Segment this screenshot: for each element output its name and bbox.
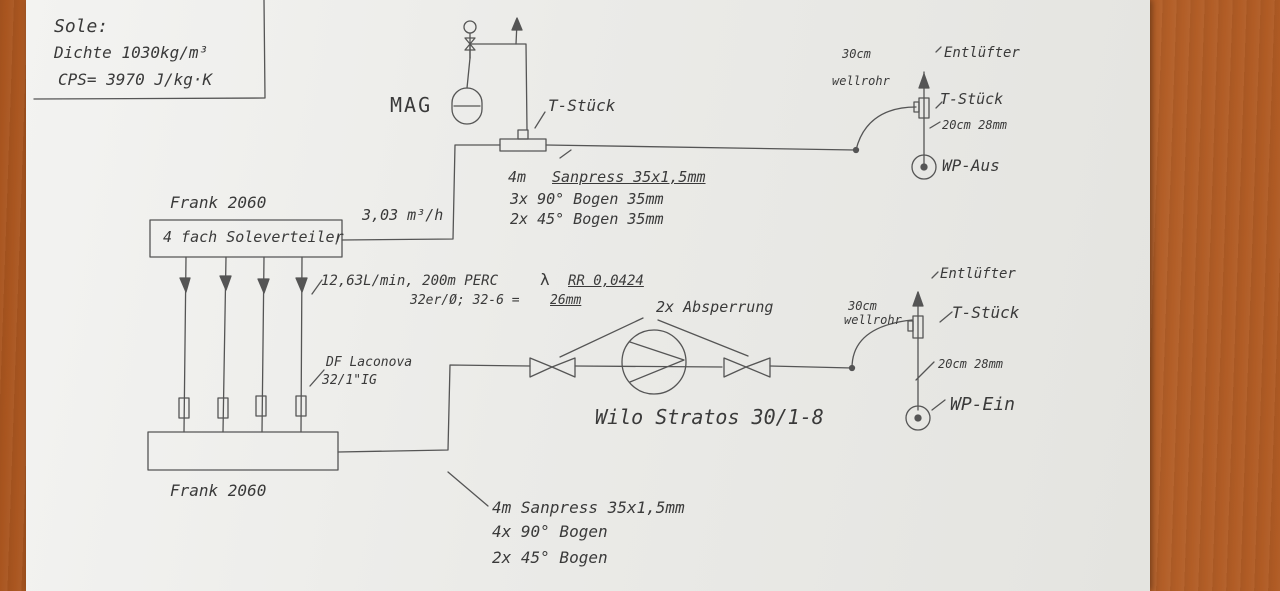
wp-in-hose	[851, 319, 913, 369]
mag-connection-line	[469, 43, 528, 131]
return-pipe-right	[769, 365, 853, 369]
top-distributor-label: 4 fach Soleverteiler	[163, 228, 344, 246]
top-pipe-length: 4m	[508, 168, 527, 186]
top-distributor-box	[149, 219, 343, 258]
probe-spec-lambda: λ	[540, 270, 550, 289]
wp-out-label: WP-Aus	[942, 156, 1000, 175]
sole-box-frame	[33, 0, 266, 100]
bottom-pipe-length: 4m Sanpress 35x1,5mm	[492, 498, 685, 517]
wp-in-distance: 20cm 28mm	[938, 357, 1004, 371]
top-tee-symbol	[499, 138, 547, 152]
wp-in-hose-type: wellrohr	[844, 313, 902, 327]
supply-pipe-vertical	[341, 144, 501, 241]
wp-in-label: WP-Ein	[950, 394, 1016, 415]
probe-lines	[178, 256, 325, 433]
probe-spec-inner-diameter: 26mm	[550, 293, 582, 308]
wp-out-vent-label: Entlüfter	[944, 45, 1020, 61]
distributor-outlet	[335, 235, 340, 245]
wp-in-assembly	[905, 271, 953, 431]
shutoff-label: 2x Absperrung	[656, 298, 774, 316]
supply-pipe-horizontal	[545, 144, 856, 151]
shutoff-valve-left	[529, 357, 576, 378]
mag-label: MAG	[390, 93, 433, 117]
sole-title: Sole:	[54, 16, 109, 37]
top-pipe-bends-45: 2x 45° Bogen 35mm	[510, 210, 664, 228]
return-pipe-left	[337, 364, 531, 453]
shutoff-valve-right	[723, 357, 771, 378]
probe-spec-line1: 12,63L/min, 200m PERC	[321, 273, 499, 289]
bottom-distributor-box	[147, 431, 339, 471]
wp-in-vent-label: Entlüfter	[940, 266, 1016, 282]
bottom-distributor-name: Frank 2060	[170, 481, 267, 500]
shutoff-pointer-lines	[559, 317, 749, 358]
pump-symbol	[621, 329, 687, 395]
wp-out-distance: 20cm 28mm	[942, 118, 1008, 132]
top-pipe-material: Sanpress 35x1,5mm	[552, 168, 706, 186]
flow-rate-label: 3,03 m³/h	[362, 206, 444, 224]
wp-in-tee-label: T-Stück	[952, 303, 1020, 322]
top-pipe-bends-90: 3x 90° Bogen 35mm	[510, 190, 664, 208]
bottom-pipe-pointer	[447, 471, 489, 507]
return-pipe-middle	[574, 365, 723, 368]
wp-out-hose	[855, 106, 917, 151]
top-tee-label: T-Stück	[548, 96, 616, 115]
df-line1: DF Laconova	[326, 355, 413, 370]
sole-density: Dichte 1030kg/m³	[54, 43, 209, 62]
wp-out-hose-type: wellrohr	[832, 74, 890, 88]
df-line2: 32/1"IG	[322, 373, 377, 388]
top-distributor-name: Frank 2060	[170, 193, 267, 212]
wp-in-hose-length: 30cm	[848, 299, 877, 313]
probe-spec-line2: 32er/Ø; 32-6 =	[410, 293, 520, 308]
pipe-label-pointer	[559, 149, 572, 159]
top-vent-arrowhead	[511, 17, 523, 31]
sole-cps: CPS= 3970 J/kg·K	[58, 70, 213, 89]
probe-spec-rr: RR 0,0424	[568, 273, 644, 289]
wp-out-hose-length: 30cm	[842, 47, 871, 61]
bottom-pipe-bends-90: 4x 90° Bogen	[492, 522, 608, 541]
wp-out-tee-label: T-Stück	[940, 90, 1004, 108]
mag-vessel-symbol	[451, 20, 483, 125]
tee-label-pointer	[534, 111, 546, 129]
wp-out-assembly	[911, 46, 943, 180]
bottom-pipe-bends-45: 2x 45° Bogen	[492, 548, 608, 567]
pump-label: Wilo Stratos 30/1-8	[595, 405, 824, 429]
